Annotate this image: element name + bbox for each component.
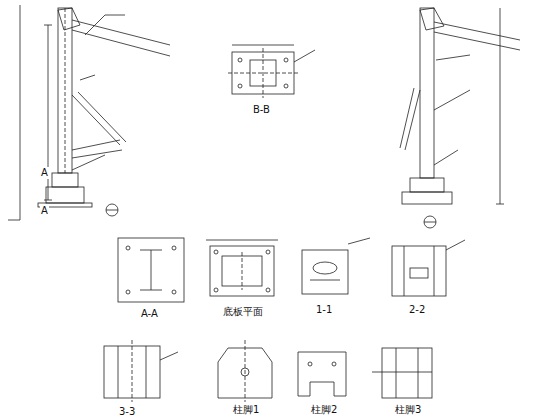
section-3-3 — [104, 340, 178, 402]
section-b-b — [228, 45, 315, 98]
section-1-1 — [302, 238, 370, 294]
view-label: 1-1 — [315, 304, 333, 316]
view-label: A — [40, 205, 49, 217]
view-label: A-A — [140, 308, 159, 320]
section-2-2 — [392, 240, 465, 296]
view-label: B-B — [252, 104, 271, 116]
column-base-2 — [298, 352, 346, 396]
column-elevation-right — [400, 8, 520, 228]
base-plate-plan — [206, 240, 278, 296]
view-label: 2-2 — [408, 304, 426, 316]
view-label: 底板平面 — [222, 306, 264, 318]
view-label: 柱脚1 — [232, 404, 260, 416]
column-elevation-left — [8, 5, 170, 220]
section-a-a — [118, 238, 184, 302]
column-base-3 — [372, 348, 432, 398]
view-label: 柱脚3 — [394, 404, 422, 416]
view-label: 柱脚2 — [310, 404, 338, 416]
view-label: 3-3 — [118, 406, 136, 418]
column-base-1 — [218, 340, 272, 402]
view-label: A — [40, 167, 49, 179]
